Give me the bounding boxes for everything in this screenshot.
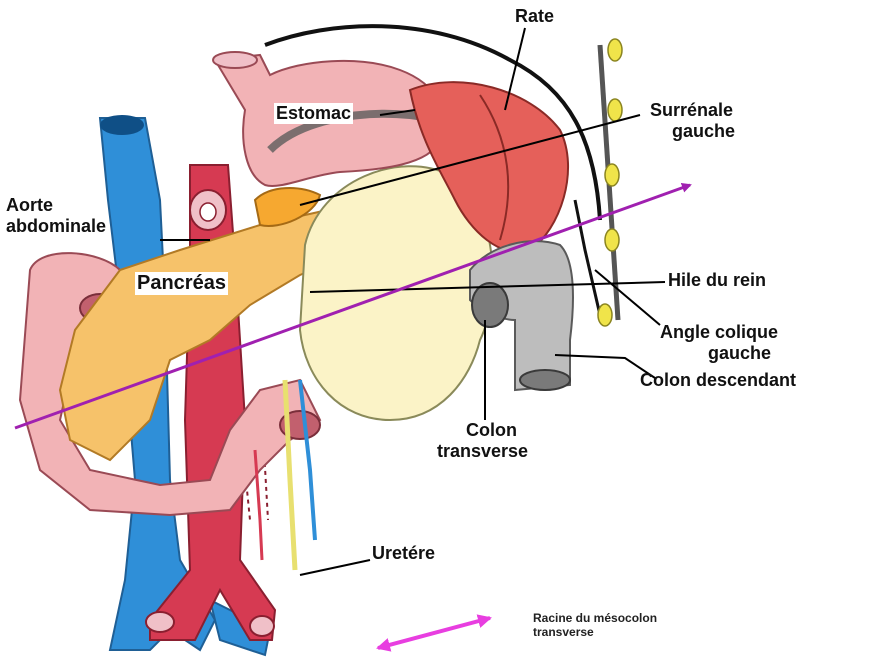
label-hile: Hile du rein	[668, 270, 766, 291]
label-surrenale: Surrénale gauche	[650, 100, 735, 141]
label-aorte-line1: Aorte	[6, 195, 106, 216]
label-surrenale-line2: gauche	[650, 121, 735, 142]
legend-arrow	[378, 618, 490, 648]
label-aorte-line2: abdominale	[6, 216, 106, 237]
label-colon-descendant: Colon descendant	[640, 370, 796, 391]
label-surrenale-line1: Surrénale	[650, 100, 735, 121]
label-colon-transverse: Colon transverse	[437, 420, 528, 461]
legend-text-line2: transverse	[533, 626, 657, 640]
label-angle-line2: gauche	[660, 343, 778, 364]
label-angle-line1: Angle colique	[660, 322, 778, 343]
label-rate: Rate	[515, 6, 554, 27]
label-colon-transverse-line1: Colon	[437, 420, 528, 441]
label-colon-transverse-line2: transverse	[437, 441, 528, 462]
label-angle-colique: Angle colique gauche	[660, 322, 778, 363]
legend-text-line1: Racine du mésocolon	[533, 612, 657, 626]
label-pancreas: Pancréas	[135, 272, 228, 295]
label-estomac: Estomac	[274, 103, 353, 124]
label-aorte: Aorte abdominale	[6, 195, 106, 236]
label-uretere: Uretére	[372, 543, 435, 564]
legend-text: Racine du mésocolon transverse	[533, 612, 657, 640]
